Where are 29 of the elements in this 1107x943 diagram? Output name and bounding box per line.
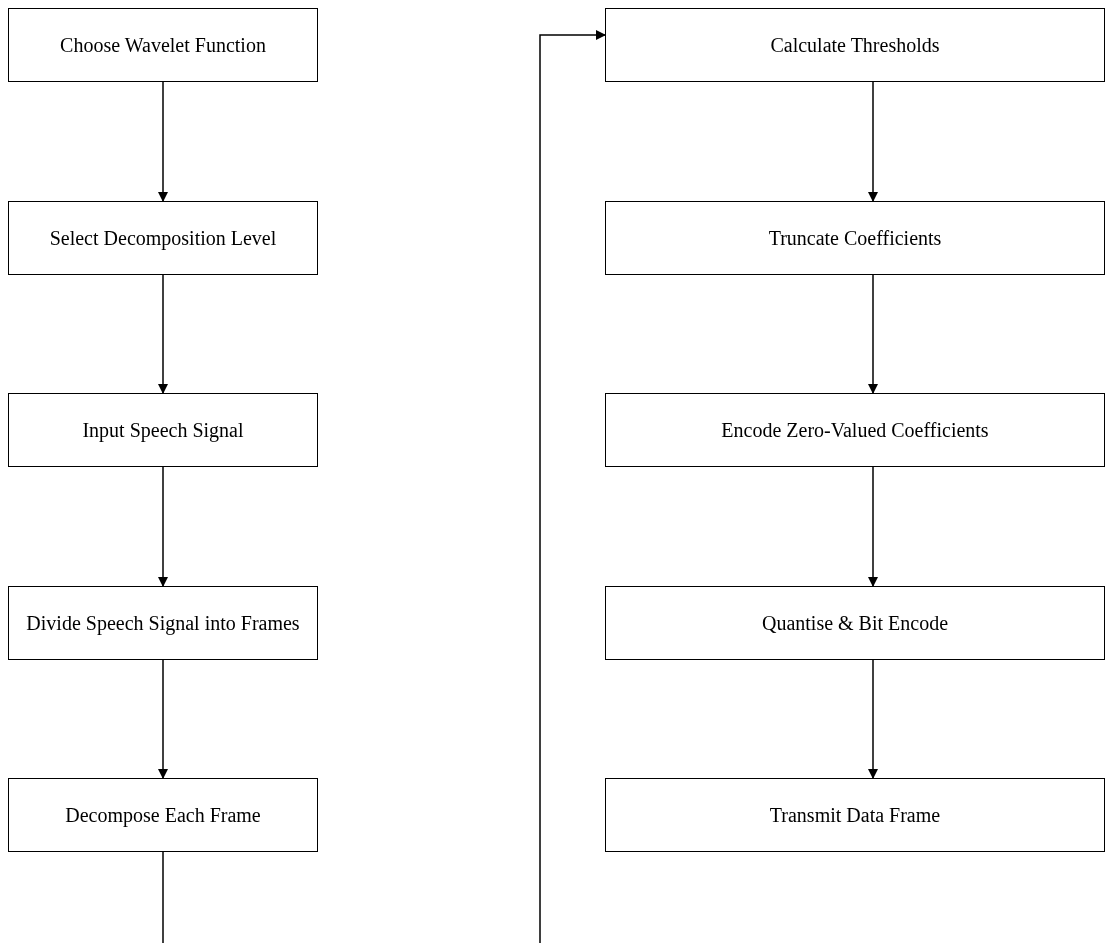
step-label: Decompose Each Frame xyxy=(65,803,261,827)
process-box xyxy=(605,393,1105,467)
process-box xyxy=(605,8,1105,82)
arrow xyxy=(158,466,168,587)
arrow xyxy=(868,659,878,779)
process-box xyxy=(605,586,1105,660)
arrow xyxy=(539,30,606,943)
step-label: Calculate Thresholds xyxy=(770,33,940,57)
process-box xyxy=(8,8,318,82)
arrow xyxy=(868,81,878,202)
arrow xyxy=(158,274,168,394)
step-label: Choose Wavelet Function xyxy=(60,33,266,57)
arrow xyxy=(868,274,878,394)
process-box xyxy=(605,778,1105,852)
step-label: Quantise & Bit Encode xyxy=(761,611,949,635)
process-box xyxy=(8,393,318,467)
step-label: Transmit Data Frame xyxy=(769,803,941,827)
step-label: Input Speech Signal xyxy=(82,418,244,442)
process-box xyxy=(8,778,318,852)
process-box xyxy=(605,201,1105,275)
step-label: Truncate Coefficients xyxy=(768,226,942,250)
step-label: Divide Speech Signal into Frames xyxy=(26,611,300,635)
arrow xyxy=(868,466,878,587)
step-label: Select Decomposition Level xyxy=(49,226,277,250)
process-box xyxy=(8,586,318,660)
process-box xyxy=(8,201,318,275)
arrow xyxy=(158,81,168,202)
step-label: Encode Zero-Valued Coefficients xyxy=(721,418,989,442)
arrow xyxy=(158,659,168,779)
